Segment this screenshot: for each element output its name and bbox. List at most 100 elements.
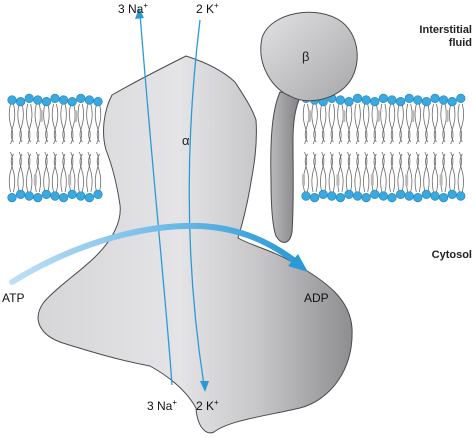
lipid-tail	[330, 153, 335, 193]
lipid-tail	[79, 153, 84, 193]
lipid-tail	[17, 151, 22, 193]
lipid-head	[430, 191, 440, 201]
lipid-head	[413, 95, 423, 105]
lipid-tail	[354, 103, 359, 145]
lipid-tail	[10, 153, 16, 193]
lipid-tail	[320, 103, 325, 145]
lipid-tail	[397, 151, 402, 193]
lipid-tail	[423, 151, 428, 193]
lipid-head	[447, 96, 457, 107]
lipid-head	[84, 95, 94, 105]
lipid-head	[93, 189, 103, 199]
lipid-head	[335, 193, 346, 203]
lipid-head	[67, 96, 77, 107]
potassium-arrowhead	[200, 381, 209, 392]
lipid-tail	[365, 103, 370, 143]
lipid-tail	[425, 153, 430, 193]
lipid-tail	[88, 103, 93, 143]
lipid-tail	[337, 151, 342, 193]
alpha-subunit	[37, 55, 353, 434]
interstitial-line-1: Interstitial	[419, 24, 472, 36]
lipid-tail	[62, 103, 67, 143]
adp-label: ADP	[304, 291, 329, 305]
lipid-head	[421, 189, 432, 199]
lipid-head	[439, 193, 449, 203]
lipid-head	[361, 193, 371, 203]
lipid-tail	[88, 153, 93, 193]
potassium-bottom-charge: +	[214, 398, 219, 407]
lipid-head	[404, 93, 414, 103]
lipid-tail	[328, 151, 333, 193]
lipid-tail	[28, 153, 33, 193]
lipid-tail	[416, 103, 421, 143]
lipid-head	[7, 95, 17, 105]
lipid-head	[50, 191, 60, 201]
lipid-tail	[322, 153, 327, 193]
lipid-head	[318, 189, 328, 199]
lipid-head	[439, 95, 449, 105]
cholesterol	[39, 110, 43, 122]
lipid-tail	[347, 103, 353, 143]
lipid-head	[456, 93, 466, 103]
lipid-tail	[425, 103, 430, 143]
lipid-tail	[354, 151, 359, 193]
lipid-tail	[8, 103, 14, 145]
lipid-head	[58, 95, 69, 105]
cholesterol	[342, 110, 346, 122]
lipid-tail	[43, 151, 48, 193]
lipid-head	[456, 191, 466, 201]
lipid-head	[430, 93, 440, 103]
lipid-tail	[365, 153, 370, 193]
lipid-head	[41, 189, 52, 199]
lipid-tail	[390, 103, 396, 143]
lipid-tail	[363, 151, 368, 193]
lipid-tail	[356, 103, 361, 143]
lipid-tail	[337, 103, 342, 145]
lipid-head	[15, 96, 26, 107]
lipid-head	[344, 96, 354, 107]
lipid-tail	[86, 103, 91, 145]
lipid-tail	[96, 153, 102, 193]
lipid-tail	[77, 151, 82, 193]
lipid-tail	[399, 153, 404, 193]
lipid-head	[24, 93, 34, 103]
lipid-tail	[311, 151, 316, 193]
lipid-head	[370, 189, 380, 199]
lipid-tail	[382, 153, 387, 193]
cholesterol	[411, 110, 415, 122]
lipid-tail	[94, 103, 100, 145]
lipid-head	[327, 191, 337, 201]
lipid-tail	[457, 103, 462, 145]
lipid-tail	[373, 153, 378, 193]
cholesterol	[308, 110, 311, 122]
lipid-tail	[414, 151, 419, 193]
lipid-tail	[96, 103, 102, 143]
lipid-tail	[86, 151, 91, 193]
lipid-tail	[36, 153, 41, 193]
lipid-head	[404, 191, 414, 201]
potassium-top-charge: +	[214, 1, 219, 10]
lipid-tail	[449, 151, 454, 193]
lipid-head	[84, 193, 94, 203]
lipid-head	[447, 189, 457, 199]
lipid-head	[33, 193, 43, 203]
potassium-bottom-label: 2 K+	[196, 398, 219, 413]
lipid-tail	[408, 153, 413, 193]
sodium-bottom-text: 3 Na	[147, 399, 173, 413]
cholesterol	[439, 174, 443, 186]
lipid-tail	[414, 103, 419, 145]
lipid-tail	[449, 103, 454, 145]
lipid-tail	[19, 153, 24, 193]
cholesterol	[302, 174, 305, 186]
lipid-tail	[406, 151, 411, 193]
sodium-top-label: 3 Na+	[118, 2, 148, 16]
lipid-tail	[457, 151, 462, 193]
lipid-tail	[380, 103, 385, 145]
lipid-tail	[390, 153, 396, 193]
atp-adp-arrowhead	[288, 254, 308, 272]
lipid-tail	[51, 151, 57, 193]
sodium-top-text: 3 Na	[118, 2, 144, 16]
atp-adp-arrow	[9, 222, 299, 285]
